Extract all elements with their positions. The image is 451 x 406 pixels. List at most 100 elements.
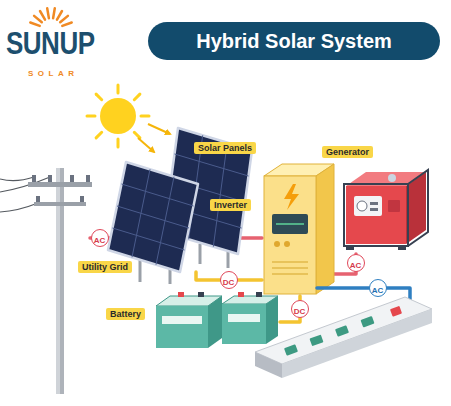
- utility-pole-part: [80, 196, 84, 202]
- battery-part: [222, 304, 266, 344]
- inverter-part: [264, 176, 316, 294]
- logo-rays: [30, 8, 71, 26]
- current-text: DC: [223, 278, 235, 287]
- generator-part: [346, 246, 354, 250]
- component-tag: Solar Panels: [194, 142, 256, 154]
- power-switch-part: [390, 306, 402, 317]
- logo-subtitle: SOLAR: [28, 69, 79, 79]
- battery: [156, 292, 278, 348]
- panel-grid-part: [113, 228, 185, 250]
- utility-pole-part: [0, 203, 38, 212]
- inverter-part: [316, 164, 334, 294]
- generator-part: [346, 186, 406, 244]
- battery-part: [156, 306, 208, 348]
- utility-grid-node: Utility Grid: [24, 168, 90, 394]
- utility-pole-part: [34, 202, 86, 206]
- component-tag: Utility Grid: [78, 261, 132, 273]
- battery-part: [162, 316, 202, 324]
- outlet-part: [284, 344, 298, 356]
- logo-wordmark-wrap: SUNUP: [6, 26, 95, 54]
- panel-grid-part: [117, 206, 189, 228]
- utility-pole-part: [32, 175, 36, 182]
- solar-panels-part: [139, 260, 142, 282]
- current-tag: DC: [291, 300, 309, 318]
- current-tag: AC: [347, 254, 365, 272]
- inverter-part: [272, 267, 308, 269]
- logo-subtitle-wrap: SOLAR: [28, 62, 79, 80]
- logo-rays-part: [57, 11, 62, 20]
- utility-pole-part: [36, 196, 40, 202]
- power-strip-part: [282, 309, 432, 378]
- sun-rays-part: [141, 115, 149, 118]
- utility-pole-part: [0, 177, 34, 181]
- generator-part: [398, 246, 406, 250]
- generator-part: [370, 202, 378, 205]
- sun-arrows-part: [138, 138, 154, 152]
- logo-rays-part: [40, 11, 45, 20]
- logo-wordmark: SUNUP: [6, 26, 95, 60]
- battery-part: [238, 292, 244, 297]
- utility-pole-part: [48, 175, 52, 182]
- outlet-part: [335, 325, 349, 337]
- inverter-part: [272, 273, 308, 275]
- generator-part: [370, 208, 378, 211]
- current-tag: DC: [220, 271, 238, 289]
- outlet: [309, 335, 323, 347]
- sun-rays-part: [87, 115, 95, 118]
- battery-part: [266, 296, 278, 344]
- title-pill: Hybrid Solar System: [148, 22, 440, 60]
- solar-panels-part: [108, 162, 198, 272]
- logo-rays-part: [53, 8, 55, 18]
- generator-part: [344, 184, 408, 246]
- sun-rays-part: [134, 132, 140, 138]
- logo-rays-part: [34, 16, 42, 22]
- sun-rays-part: [117, 85, 120, 93]
- outlet: [284, 344, 298, 356]
- inverter-part: [274, 241, 280, 247]
- current-tag: AC: [91, 229, 109, 247]
- current-text: AC: [372, 286, 384, 295]
- battery-part: [228, 314, 260, 322]
- current-text: AC: [94, 236, 106, 245]
- component-tag: Generator: [322, 146, 373, 158]
- sun: [87, 85, 170, 152]
- title-text: Hybrid Solar System: [196, 30, 392, 52]
- inverter-part: [276, 223, 304, 225]
- current-text: DC: [294, 307, 306, 316]
- sun-rays-part: [96, 94, 102, 100]
- battery-part: [208, 296, 222, 348]
- solar-panels-node: Solar Panels: [102, 124, 252, 272]
- generator-part: [388, 200, 400, 212]
- sun-part: [100, 98, 136, 134]
- solar-panels-part: [199, 244, 202, 264]
- battery-node: Battery: [152, 290, 280, 352]
- inverter: [264, 164, 334, 294]
- outlet: [360, 316, 374, 328]
- component-tag: Battery: [106, 308, 145, 320]
- utility-pole-part: [28, 182, 92, 187]
- generator-node: Generator: [338, 158, 434, 254]
- utility-pole-part: [60, 168, 64, 394]
- utility-pole-part: [86, 175, 90, 182]
- generator: [344, 170, 428, 250]
- inverter-part: [284, 184, 299, 210]
- power-strip-part: [255, 352, 282, 378]
- power-switch: [390, 306, 402, 317]
- sun-rays-part: [134, 94, 140, 100]
- current-text: AC: [350, 261, 362, 270]
- utility-pole-part: [56, 168, 64, 394]
- generator-part: [408, 170, 428, 246]
- sun-rays-part: [96, 132, 102, 138]
- sun-rays-part: [117, 139, 120, 147]
- current-tag: AC: [369, 279, 387, 297]
- outlet-part: [309, 335, 323, 347]
- logo-rays-part: [60, 16, 68, 22]
- sun-arrows: [138, 124, 170, 152]
- panel-grid-part: [122, 184, 194, 206]
- component-tag: Inverter: [210, 199, 251, 211]
- panel-grid: [113, 169, 194, 264]
- generator-part: [388, 174, 396, 182]
- utility-pole: [0, 168, 92, 394]
- outlet: [335, 325, 349, 337]
